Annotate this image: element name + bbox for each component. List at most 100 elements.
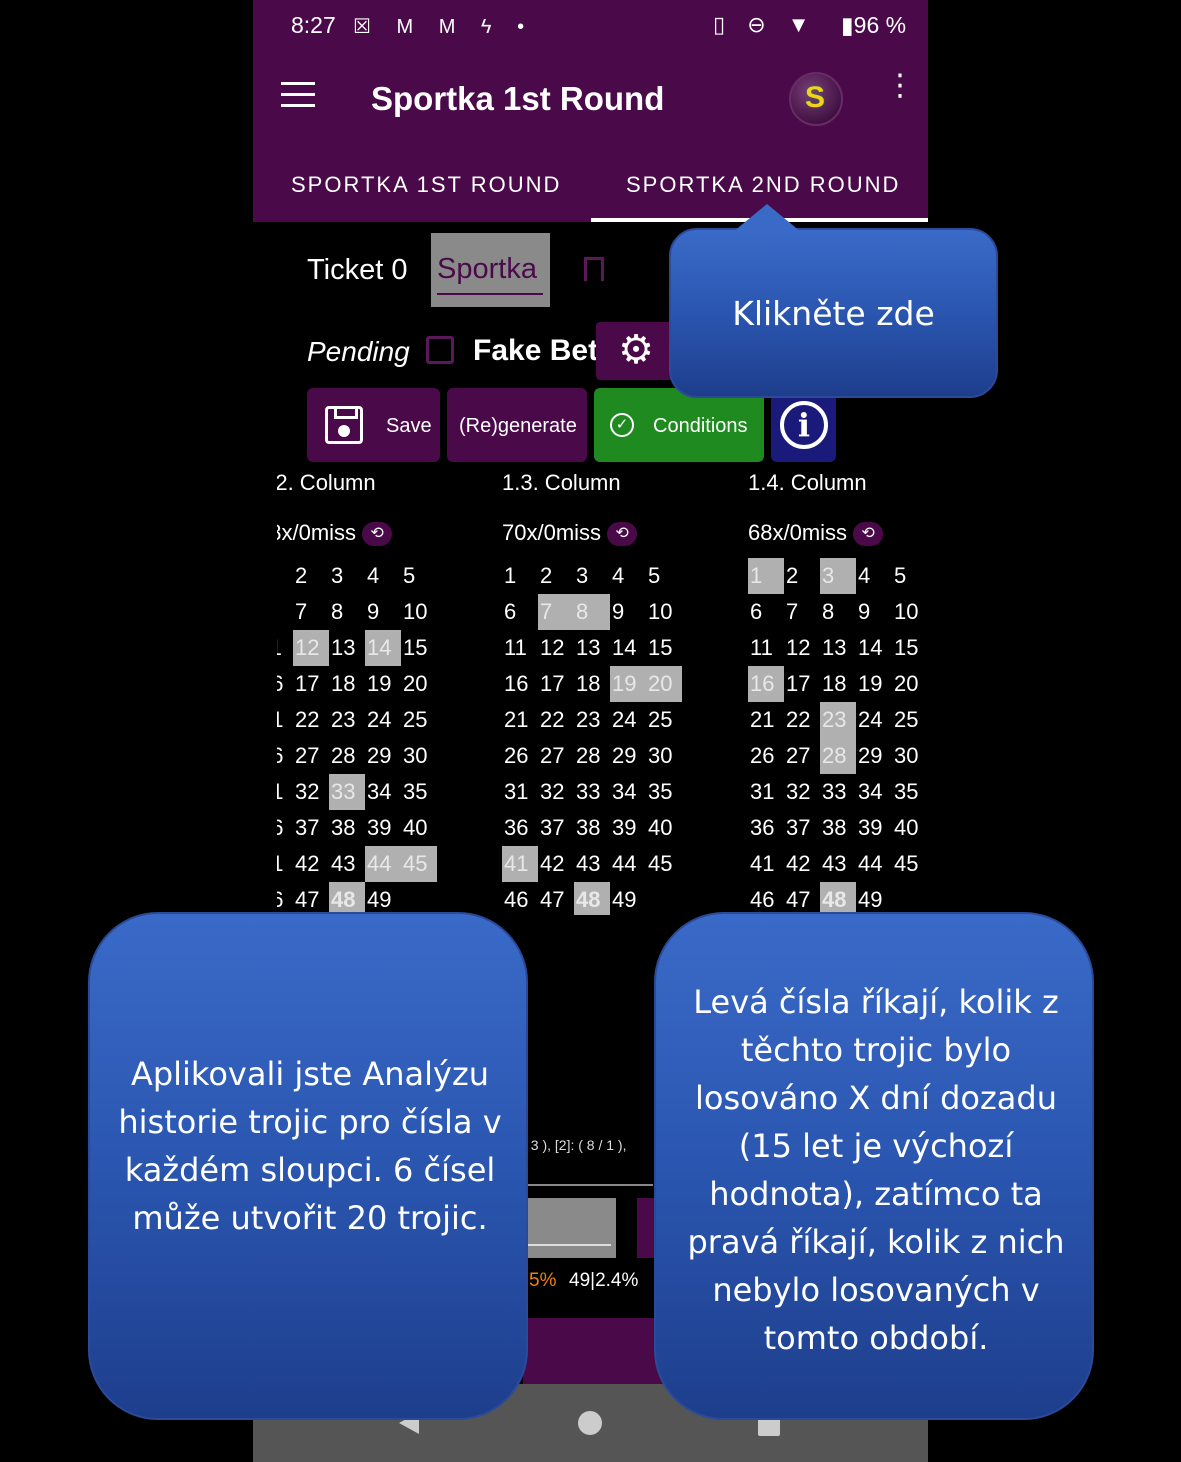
- number-cell[interactable]: 23: [331, 707, 356, 732]
- number-cell[interactable]: 26: [750, 743, 775, 768]
- number-cell[interactable]: 43: [822, 851, 847, 876]
- number-cell[interactable]: 12: [293, 630, 329, 666]
- number-cell[interactable]: 27: [295, 743, 320, 768]
- number-cell[interactable]: 2: [295, 563, 308, 588]
- number-cell[interactable]: 20: [403, 671, 428, 696]
- number-cell[interactable]: 34: [858, 779, 883, 804]
- number-cell[interactable]: 19: [610, 666, 646, 702]
- home-icon[interactable]: [578, 1411, 602, 1435]
- number-cell[interactable]: 16: [277, 671, 284, 696]
- number-cell[interactable]: 18: [576, 671, 601, 696]
- info-button[interactable]: i: [771, 388, 836, 462]
- number-cell[interactable]: 41: [277, 851, 284, 876]
- number-cell[interactable]: 32: [786, 779, 811, 804]
- history-icon[interactable]: ⟲: [607, 522, 638, 547]
- number-cell[interactable]: 21: [277, 707, 284, 732]
- number-cell[interactable]: 23: [820, 702, 856, 738]
- number-cell[interactable]: 29: [367, 743, 392, 768]
- number-cell[interactable]: 35: [403, 779, 428, 804]
- number-cell[interactable]: 44: [365, 846, 401, 882]
- bookmark-icon[interactable]: [584, 257, 604, 289]
- regenerate-button[interactable]: (Re)generate: [447, 388, 587, 462]
- number-cell[interactable]: 36: [504, 815, 529, 840]
- number-cell[interactable]: 33: [822, 779, 847, 804]
- number-cell[interactable]: 38: [822, 815, 847, 840]
- number-cell[interactable]: 15: [403, 635, 428, 660]
- number-cell[interactable]: 6: [277, 594, 293, 630]
- number-cell[interactable]: 39: [367, 815, 392, 840]
- number-cell[interactable]: 7: [786, 599, 799, 624]
- app-logo-icon[interactable]: [789, 72, 843, 126]
- history-icon[interactable]: ⟲: [362, 522, 393, 547]
- number-cell[interactable]: 9: [858, 599, 871, 624]
- number-cell[interactable]: 36: [277, 815, 284, 840]
- number-cell[interactable]: 22: [295, 707, 320, 732]
- number-cell[interactable]: 23: [576, 707, 601, 732]
- number-cell[interactable]: 36: [750, 815, 775, 840]
- number-cell[interactable]: 31: [504, 779, 529, 804]
- number-cell[interactable]: 42: [786, 851, 811, 876]
- number-cell[interactable]: 44: [612, 851, 637, 876]
- number-cell[interactable]: 33: [329, 774, 365, 810]
- number-cell[interactable]: 26: [277, 743, 284, 768]
- number-cell[interactable]: 45: [401, 846, 437, 882]
- number-cell[interactable]: 48: [329, 882, 365, 915]
- conditions-button[interactable]: ✓ Conditions: [594, 388, 764, 462]
- number-cell[interactable]: 41: [502, 846, 538, 882]
- number-cell[interactable]: 8: [574, 594, 610, 630]
- number-cell[interactable]: 4: [612, 563, 625, 588]
- number-cell[interactable]: 46: [750, 887, 775, 912]
- number-cell[interactable]: 7: [538, 594, 574, 630]
- number-cell[interactable]: 2: [786, 563, 799, 588]
- number-cell[interactable]: 2: [540, 563, 553, 588]
- number-cell[interactable]: 11: [277, 630, 293, 666]
- number-cell[interactable]: 37: [540, 815, 565, 840]
- overflow-menu-icon[interactable]: ⋮: [885, 69, 915, 102]
- number-cell[interactable]: 4: [367, 563, 380, 588]
- tab-sportka-2nd-round[interactable]: SPORTKA 2ND ROUND: [626, 172, 901, 197]
- number-cell[interactable]: 38: [576, 815, 601, 840]
- number-cell[interactable]: 11: [750, 635, 773, 660]
- number-cell[interactable]: 10: [894, 599, 919, 624]
- number-cell[interactable]: 38: [331, 815, 356, 840]
- number-cell[interactable]: 20: [894, 671, 919, 696]
- number-cell[interactable]: 30: [894, 743, 919, 768]
- number-cell[interactable]: 39: [858, 815, 883, 840]
- number-cell[interactable]: 33: [576, 779, 601, 804]
- number-cell[interactable]: 49: [858, 887, 883, 912]
- number-cell[interactable]: 8: [331, 599, 344, 624]
- number-cell[interactable]: 27: [540, 743, 565, 768]
- number-cell[interactable]: 40: [648, 815, 673, 840]
- number-cell[interactable]: 37: [786, 815, 811, 840]
- number-cell[interactable]: 13: [331, 635, 356, 660]
- number-cell[interactable]: 24: [858, 707, 883, 732]
- number-cell[interactable]: 40: [894, 815, 919, 840]
- number-cell[interactable]: 44: [858, 851, 883, 876]
- number-cell[interactable]: 19: [858, 671, 883, 696]
- number-cell[interactable]: 45: [648, 851, 673, 876]
- number-cell[interactable]: 29: [612, 743, 637, 768]
- number-cell[interactable]: 34: [612, 779, 637, 804]
- number-cell[interactable]: 42: [540, 851, 565, 876]
- number-cell[interactable]: 37: [295, 815, 320, 840]
- number-cell[interactable]: 13: [576, 635, 601, 660]
- number-cell[interactable]: 6: [504, 599, 517, 624]
- tab-sportka-1st-round[interactable]: SPORTKA 1ST ROUND: [291, 172, 562, 197]
- number-cell[interactable]: 9: [612, 599, 625, 624]
- number-cell[interactable]: 43: [331, 851, 356, 876]
- number-cell[interactable]: 35: [648, 779, 673, 804]
- number-cell[interactable]: 49: [612, 887, 637, 912]
- number-cell[interactable]: 5: [403, 563, 416, 588]
- number-cell[interactable]: 48: [574, 882, 610, 915]
- number-cell[interactable]: 9: [367, 599, 380, 624]
- number-cell[interactable]: 34: [367, 779, 392, 804]
- number-cell[interactable]: 27: [786, 743, 811, 768]
- number-cell[interactable]: 48: [820, 882, 856, 915]
- number-cell[interactable]: 7: [295, 599, 308, 624]
- number-cell[interactable]: 20: [646, 666, 682, 702]
- save-button[interactable]: Save: [307, 388, 440, 462]
- number-cell[interactable]: 21: [504, 707, 529, 732]
- number-cell[interactable]: 17: [786, 671, 811, 696]
- number-cell[interactable]: 28: [331, 743, 356, 768]
- number-cell[interactable]: 5: [894, 563, 907, 588]
